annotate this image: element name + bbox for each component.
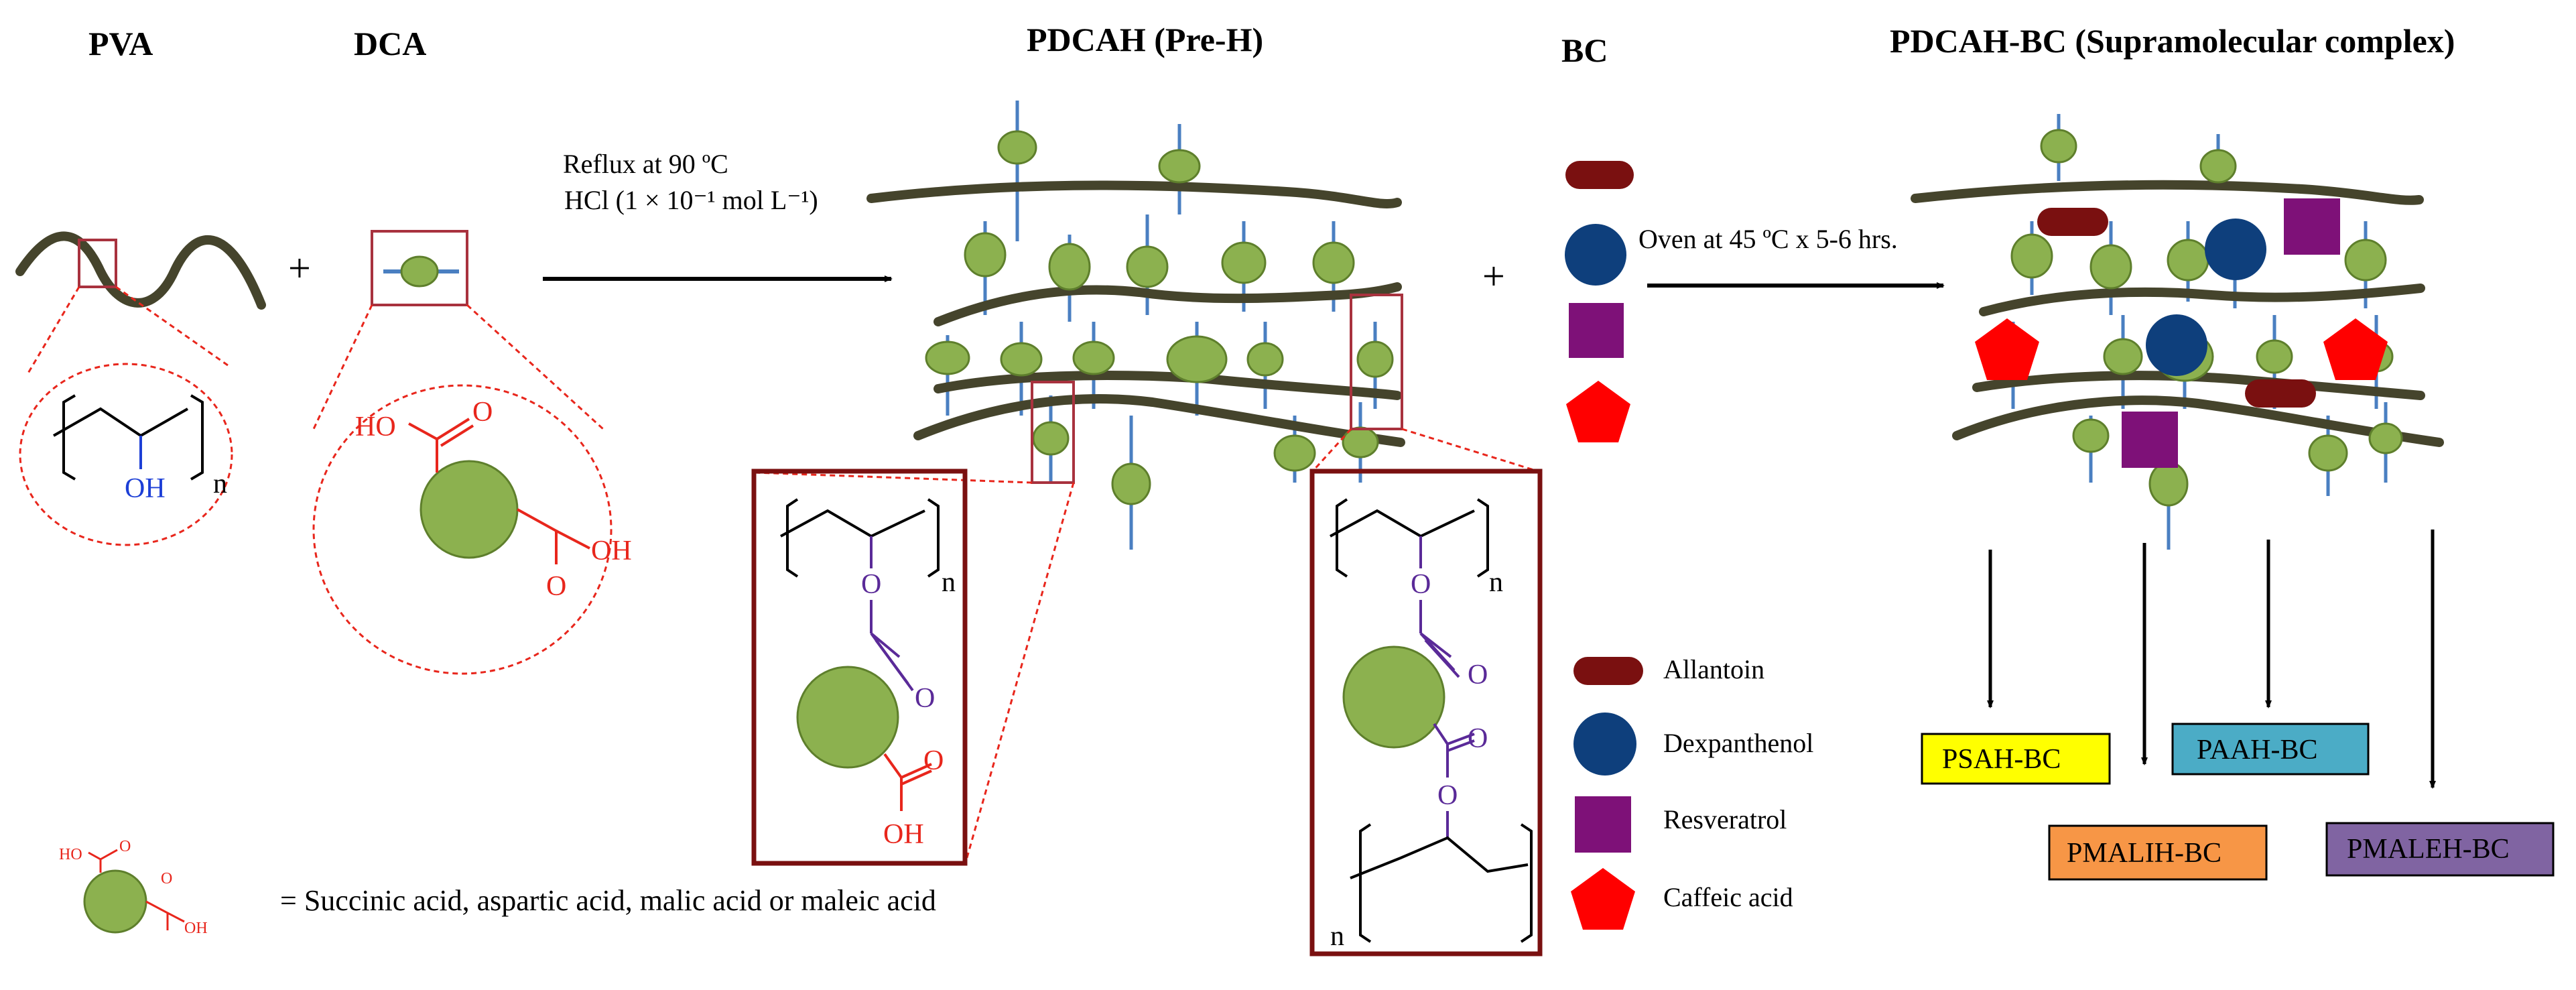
pva-zoom-box — [78, 239, 117, 288]
header-pdcah-bc: PDCAH-BC (Supramolecular complex) — [1890, 22, 2455, 60]
footnote-dca-icon: HO O O OH — [59, 838, 208, 937]
inset2-o-label-3: O — [1468, 723, 1488, 754]
header-dca: DCA — [354, 25, 426, 62]
footnote-ho-label: HO — [59, 846, 82, 863]
legend-caffeic-swatch — [1571, 868, 1635, 930]
pdcah-zoom-box-1 — [1031, 381, 1075, 484]
pdcah-network — [753, 101, 1541, 865]
product-pmalih: PMALIH-BC — [2067, 838, 2221, 869]
footnote-oh-label: OH — [184, 920, 208, 937]
header-pdcah: PDCAH (Pre-H) — [1027, 21, 1263, 58]
pdcah-bc-network — [1911, 114, 2444, 550]
product-psah: PSAH-BC — [1942, 744, 2061, 775]
product-pmaleh-box — [2325, 822, 2555, 877]
dca-molecule: HO O O OH — [312, 230, 632, 675]
product-arrows — [1987, 530, 2436, 789]
legend-dexpanthenol: Dexpanthenol — [1663, 728, 1813, 758]
inset-pendant-ester: O n O O OH — [751, 469, 968, 866]
reaction1-line2: HCl (1 × 10⁻¹ mol L⁻¹) — [564, 185, 818, 215]
inset1-o-label-1: O — [861, 569, 881, 600]
dca-zoom-circle — [312, 384, 613, 675]
resveratrol-shape — [1569, 303, 1624, 358]
pva-oh-label: OH — [125, 473, 166, 504]
header-bc: BC — [1561, 32, 1608, 69]
dca-blob-large — [420, 460, 519, 559]
legend-resveratrol-swatch — [1575, 796, 1631, 853]
legend-allantoin-swatch — [1573, 657, 1643, 685]
product-pmaleh: PMALEH-BC — [2347, 834, 2510, 865]
plus-sign-1: + — [288, 246, 311, 290]
product-paah-box — [2171, 723, 2370, 776]
footnote-text: = Succinic acid, aspartic acid, malic ac… — [280, 884, 936, 917]
inset2-n-label-2: n — [1330, 921, 1344, 952]
dca-oh-label: OH — [591, 536, 632, 566]
product-pmalih-box — [2048, 824, 2268, 881]
legend-dexpanthenol-swatch — [1573, 713, 1636, 776]
dca-zoom-box — [371, 230, 468, 306]
inset1-oh-label: OH — [883, 819, 924, 850]
inset1-o-label-2: O — [915, 683, 935, 714]
pdcah-zoom-box-2 — [1350, 294, 1403, 430]
dexpanthenol-shape — [1565, 224, 1626, 286]
legend-caffeic: Caffeic acid — [1663, 882, 1793, 912]
legend-resveratrol: Resveratrol — [1663, 804, 1787, 834]
inset1-o-label-3: O — [923, 745, 944, 776]
caffeic-acid-shape — [1566, 381, 1630, 442]
inset2-o-label-4: O — [1437, 780, 1458, 811]
legend-allantoin: Allantoin — [1663, 654, 1764, 684]
dca-ho-label: HO — [355, 412, 396, 442]
reaction2-line1: Oven at 45 ºC x 5-6 hrs. — [1638, 224, 1898, 254]
header-pva: PVA — [88, 25, 153, 62]
footnote-o-label-2: O — [161, 870, 172, 887]
legend: Allantoin Dexpanthenol Resveratrol Caffe… — [1571, 654, 1813, 930]
inset-crosslink-diester: O n O O O n — [1309, 469, 1543, 956]
product-boxes: PSAH-BC PAAH-BC PMALIH-BC PMALEH-BC — [1921, 723, 2555, 881]
inset2-n-label-1: n — [1489, 567, 1503, 598]
allantoin-shape — [1565, 161, 1634, 189]
dca-blob-small — [400, 255, 439, 288]
pva-chain: OH n — [15, 231, 266, 546]
product-paah: PAAH-BC — [2197, 735, 2318, 765]
pva-zoom-circle — [19, 363, 233, 546]
inset2-o-label-1: O — [1411, 569, 1431, 600]
reaction1-line1: Reflux at 90 ºC — [563, 149, 728, 179]
dca-o-label-1: O — [472, 397, 493, 428]
product-psah-box — [1921, 733, 2111, 785]
dca-o-label-2: O — [546, 571, 566, 602]
pva-n-label: n — [213, 469, 227, 499]
plus-sign-2: + — [1482, 254, 1505, 298]
bc-components — [1565, 161, 1634, 442]
inset1-n-label: n — [942, 567, 956, 598]
footnote-o-label-1: O — [119, 838, 131, 855]
inset2-o-label-2: O — [1468, 660, 1488, 690]
